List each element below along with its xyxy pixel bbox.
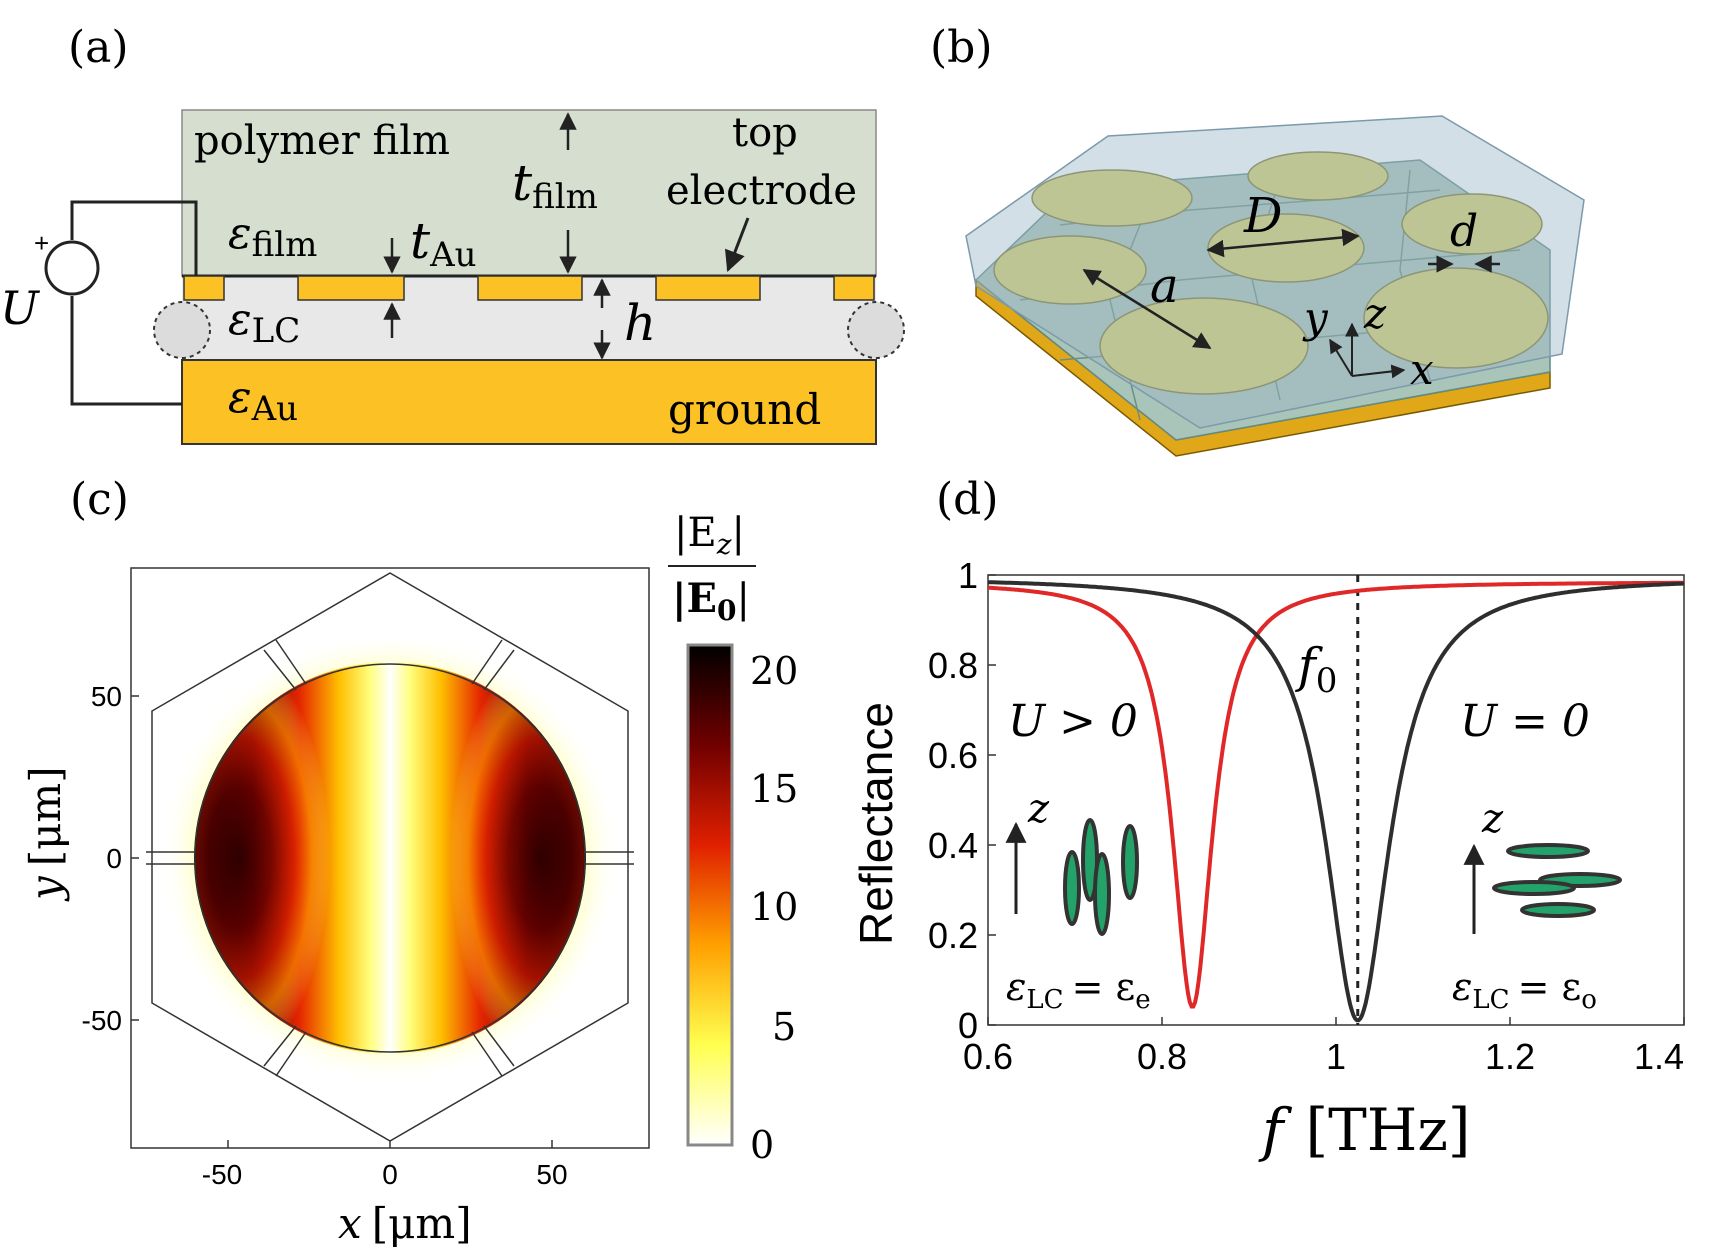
polymer-film-label: polymer film (194, 118, 450, 164)
d-ytick-label: 0.2 (928, 915, 978, 956)
voltage-label: U (0, 281, 41, 335)
inset-left-z-label: z (1027, 786, 1050, 832)
D-label: D (1243, 188, 1282, 244)
c-xlabel: x[μm] (338, 1199, 472, 1248)
d-ytick-label: 0.4 (928, 825, 978, 866)
inset-left-eps: εLC= εe (1006, 965, 1151, 1015)
d-ticks: 0.6 0.8 1 1.2 1.4 0 0.2 0.4 0.6 0.8 1 (928, 555, 1685, 1077)
voltage-plus: + (34, 228, 49, 258)
d-xtick-label: 1.4 (1634, 1036, 1684, 1077)
panel-c: (c) -50 0 50 50 (21, 474, 798, 1248)
voltage-source-icon (44, 240, 100, 296)
eps-film-symbol: εfilm (228, 208, 317, 265)
D-arrow (1206, 228, 1360, 258)
d-ytick-label: 0 (958, 1005, 978, 1046)
lc-molecules-horizontal (1492, 843, 1622, 918)
electrode-label: electrode (666, 168, 857, 214)
tfilm-symbol: tfilm (512, 154, 598, 217)
spacer-left (153, 301, 211, 359)
circuit-wire-bottom (70, 296, 182, 406)
d-ytick-label: 1 (958, 555, 978, 596)
panel-a-label: (a) (68, 22, 129, 73)
f0-label: f0 (1295, 638, 1337, 701)
cbar-tick: 15 (750, 767, 798, 811)
c-xtick: 50 (536, 1159, 567, 1190)
spacer-right (847, 301, 905, 359)
series-U-on-curve (987, 580, 1684, 1009)
c-ytick: -50 (82, 1005, 122, 1036)
axis-x (1351, 364, 1406, 379)
tau-symbol: tAu (410, 212, 477, 275)
eps-au-symbol: εAu (228, 372, 298, 429)
h-symbol: h (624, 294, 656, 352)
panel-a: (a) + U polymer film top electrode tfilm (0, 22, 905, 445)
d-ytick-label: 0.6 (928, 735, 978, 776)
d-label: d (1450, 206, 1478, 257)
field-hotspots (196, 664, 584, 1052)
d-xtick-label: 1 (1326, 1036, 1346, 1077)
d-plot-frame (987, 574, 1685, 1026)
d-ytick-label: 0.8 (928, 645, 978, 686)
cbar-denominator: |E0| (672, 575, 750, 627)
ground-layer (181, 359, 877, 445)
c-ylabel: y[μm] (21, 766, 70, 902)
cbar-ticks: 20 15 10 5 0 (750, 649, 798, 1167)
d-xlabel: f[THz] (1258, 1096, 1471, 1164)
cbar-tick: 20 (750, 649, 798, 693)
top-label: top (732, 110, 798, 156)
c-ytick: 50 (91, 681, 122, 712)
inset-right-z-label: z (1481, 796, 1504, 842)
U-off-label: U = 0 (1460, 696, 1590, 747)
d-xtick-label: 0.6 (963, 1036, 1013, 1077)
U-on-label: U > 0 (1008, 696, 1138, 747)
c-xtick: 0 (382, 1159, 398, 1190)
cbar-tick: 5 (772, 1005, 796, 1049)
a-label: a (1150, 258, 1179, 314)
colorbar (686, 643, 734, 1147)
lc-molecules-vertical (1063, 818, 1139, 936)
axis-z-label: z (1363, 289, 1387, 338)
polymer-cover (965, 115, 1585, 429)
c-yticks: 50 0 -50 (82, 681, 139, 1036)
c-xticks: -50 0 50 (202, 1140, 568, 1190)
axis-y (1329, 338, 1353, 377)
d-xtick-label: 0.8 (1137, 1036, 1187, 1077)
panel-c-label: (c) (70, 474, 129, 525)
circuit-wire-top (70, 200, 198, 276)
a-arrow (1082, 268, 1212, 350)
polymer-film-layer (181, 109, 877, 277)
cbar-tick: 0 (750, 1123, 774, 1167)
bridge-lines (146, 639, 634, 1077)
c-ytick: 0 (106, 843, 122, 874)
panel-d: (d) 0.6 0.8 1 1.2 1.4 0 0.2 0.4 0.6 0.8 1 Reflecta… (850, 474, 1685, 1164)
d-series (987, 580, 1685, 1023)
cbar-tick: 10 (750, 885, 798, 929)
disk-outline (194, 663, 586, 1053)
electrode-pointer (724, 217, 750, 272)
electrode-strips (183, 275, 875, 301)
d-ylabel: Reflectance (850, 702, 902, 945)
c-xtick: -50 (202, 1159, 242, 1190)
panel-b: (b) D a d (930, 22, 1585, 457)
inset-right-eps: εLC= εo (1452, 965, 1597, 1015)
cbar-numerator: |Ez| (674, 510, 745, 561)
panel-d-label: (d) (936, 474, 999, 525)
d-xtick-label: 1.2 (1485, 1036, 1535, 1077)
axis-x-label: x (1410, 345, 1434, 394)
panel-b-label: (b) (930, 22, 993, 73)
ground-label: ground (668, 385, 821, 434)
axis-y-label: y (1302, 293, 1329, 342)
series-U-off-curve (988, 580, 1685, 1023)
eps-lc-symbol: εLC (228, 294, 300, 351)
